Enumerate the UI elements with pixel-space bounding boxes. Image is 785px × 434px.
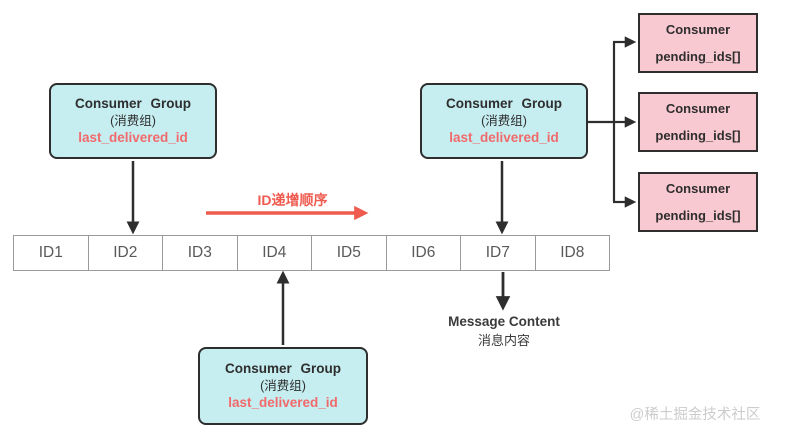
consumer-box-1: Consumer pending_ids[] bbox=[638, 13, 758, 73]
group-title: Consumer Group bbox=[224, 361, 341, 377]
consumer-title: Consumer bbox=[665, 181, 731, 196]
consumer-group-left: Consumer Group (消费组) last_delivered_id bbox=[49, 83, 217, 159]
stream-id-row: ID1 ID2 ID3 ID4 ID5 ID6 ID7 ID8 bbox=[13, 235, 610, 271]
group-field: last_delivered_id bbox=[228, 395, 338, 411]
id-order-label: ID递增顺序 bbox=[257, 192, 328, 208]
consumer-field: pending_ids[] bbox=[655, 128, 741, 143]
consumer-group-right: Consumer Group (消费组) last_delivered_id bbox=[420, 83, 588, 159]
message-content-label: Message Content 消息内容 bbox=[423, 313, 585, 350]
consumer-box-3: Consumer pending_ids[] bbox=[638, 172, 758, 232]
message-content-en: Message Content bbox=[448, 314, 560, 329]
stream-cell-id3: ID3 bbox=[163, 236, 238, 270]
consumer-title: Consumer bbox=[665, 101, 731, 116]
stream-cell-id6: ID6 bbox=[387, 236, 461, 270]
group-title: Consumer Group bbox=[445, 96, 562, 112]
group-subtitle: (消费组) bbox=[481, 113, 527, 128]
consumer-field: pending_ids[] bbox=[655, 208, 741, 223]
consumer-group-bottom: Consumer Group (消费组) last_delivered_id bbox=[198, 347, 368, 425]
stream-cell-id8: ID8 bbox=[560, 244, 585, 261]
stream-cell-id7: ID7 bbox=[461, 236, 536, 270]
group-subtitle: (消费组) bbox=[110, 113, 156, 128]
consumer-box-2: Consumer pending_ids[] bbox=[638, 92, 758, 152]
stream-cell-id2: ID2 bbox=[89, 236, 163, 270]
watermark: @稀土掘金技术社区 bbox=[629, 407, 761, 423]
group-field: last_delivered_id bbox=[78, 130, 188, 146]
branch-group-to-consumers bbox=[588, 36, 637, 208]
consumer-title: Consumer bbox=[665, 22, 731, 37]
consumer-field: pending_ids[] bbox=[655, 49, 741, 64]
stream-cell-id4: ID4 bbox=[238, 236, 312, 270]
stream-cell-id1: ID1 bbox=[14, 236, 89, 270]
message-content-zh: 消息内容 bbox=[477, 332, 530, 348]
group-subtitle: (消费组) bbox=[260, 378, 306, 393]
group-field: last_delivered_id bbox=[449, 130, 559, 146]
group-title: Consumer Group bbox=[74, 96, 191, 112]
stream-cell-id5: ID5 bbox=[312, 236, 387, 270]
